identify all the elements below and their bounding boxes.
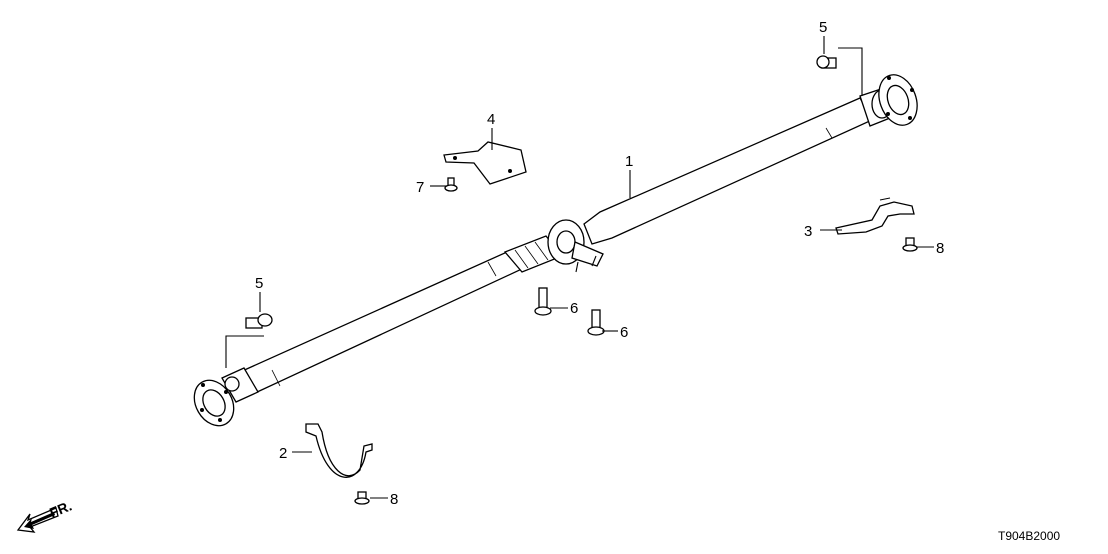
side-bracket (835, 197, 915, 235)
center-bearing-bolt-2 (587, 309, 605, 336)
rear-flange-bolt (245, 313, 273, 329)
center-bearing-bolt-1 (534, 287, 552, 316)
front-flange-bolt (816, 55, 837, 69)
callout-5-front: 5 (819, 19, 827, 36)
rear-flange (193, 379, 235, 427)
callout-8-strap: 8 (390, 491, 398, 508)
diagram-code: T904B2000 (998, 529, 1060, 543)
callout-6-a: 6 (570, 300, 578, 317)
strap-nut (354, 491, 370, 505)
bracket-nut (902, 237, 918, 252)
callout-6-b: 6 (620, 324, 628, 341)
propeller-shaft (193, 74, 918, 427)
front-flange (878, 74, 918, 126)
callout-3: 3 (804, 223, 812, 240)
callout-2: 2 (279, 445, 287, 462)
callout-1: 1 (625, 153, 633, 170)
rear-strap-bracket (305, 423, 373, 478)
heat-shield (443, 141, 527, 185)
callout-7: 7 (416, 179, 424, 196)
callout-8-bracket: 8 (936, 240, 944, 257)
center-bearing (547, 219, 604, 273)
front-direction-arrow-icon (16, 507, 59, 533)
shield-nut (444, 177, 458, 192)
front-direction-label: FR. (47, 497, 74, 520)
callout-4: 4 (487, 111, 495, 128)
leader-lines (225, 36, 934, 499)
callout-5-rear: 5 (255, 275, 263, 292)
